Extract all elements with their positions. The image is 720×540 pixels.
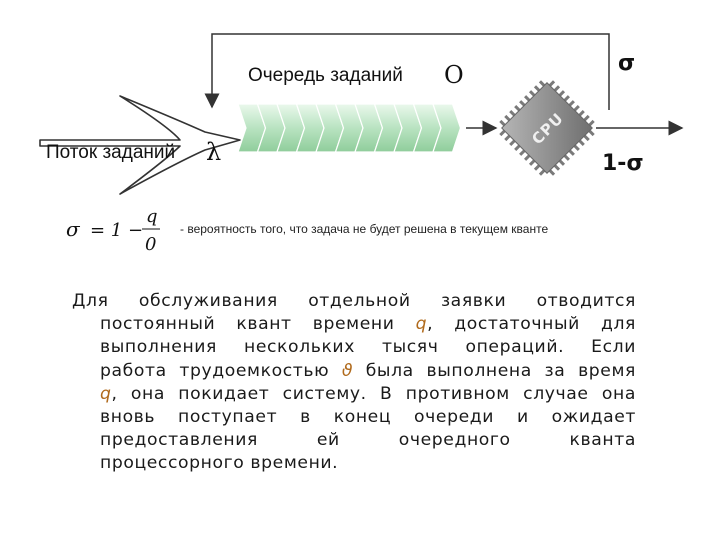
cpu-pin <box>558 159 566 166</box>
text-run: вновь поступает в конец очереди и ожидае… <box>100 407 636 428</box>
cpu-pin <box>583 114 590 122</box>
paragraph-line: предоставления ей очередного кванта <box>72 429 636 452</box>
cpu-pin <box>499 119 506 127</box>
paragraph-line: Для обслуживания отдельной заявки отводи… <box>72 290 636 313</box>
cpu-pin <box>528 159 536 166</box>
cpu-pin <box>514 144 521 151</box>
cpu-pin <box>538 169 546 176</box>
cpu-pin <box>548 169 556 176</box>
queue-label: Очередь заданий <box>248 65 403 86</box>
formula-numerator: q <box>146 206 158 227</box>
cpu-pin <box>578 109 585 117</box>
cpu-pin <box>504 114 511 122</box>
paragraph-line: q, она покидает систему. В противном слу… <box>72 383 636 406</box>
cpu-pin <box>588 129 595 137</box>
text-run: выполнения нескольких тысяч операций. Ес… <box>100 337 636 358</box>
text-run: была выполнена за время <box>353 360 636 381</box>
cpu-pin <box>563 95 570 102</box>
cpu-pin <box>514 105 521 112</box>
cpu-pin <box>588 119 595 127</box>
exit-probability-label: 1-σ <box>602 151 644 176</box>
cpu-pin <box>528 90 536 97</box>
cpu-pin <box>504 134 511 142</box>
cpu-pin <box>519 100 526 107</box>
cpu-pin <box>548 80 556 87</box>
cpu-pin <box>568 149 575 156</box>
cpu-pin <box>533 85 541 92</box>
flow-label: Поток заданий <box>46 142 175 163</box>
highlighted-symbol: q <box>415 314 428 335</box>
cpu-pin <box>499 129 506 137</box>
paragraph-line: выполнения нескольких тысяч операций. Ес… <box>72 336 636 359</box>
highlighted-symbol: q <box>100 383 112 404</box>
text-run: , достаточный для <box>427 314 636 335</box>
cpu-pin <box>538 80 546 87</box>
cpu-pin <box>573 144 580 151</box>
cpu-pin <box>573 105 580 112</box>
highlighted-symbol: ϑ <box>341 360 354 381</box>
feedback-line <box>204 33 610 110</box>
text-run: работа трудоемкостью <box>100 360 342 381</box>
text-run: постоянный квант времени <box>100 314 416 335</box>
queue-cell <box>432 103 462 153</box>
queue-symbol: Ο <box>444 61 464 89</box>
feedback-sigma-label: σ <box>618 51 635 76</box>
cpu-pin <box>519 149 526 156</box>
formula-denominator: 0 <box>145 234 156 255</box>
cpu-pin <box>578 139 585 147</box>
formula-note: - вероятность того, что задача не будет … <box>180 222 548 236</box>
cpu-chip: CPU <box>499 80 595 176</box>
text-run: Для обслуживания отдельной заявки отводи… <box>72 291 636 311</box>
paragraph-line: постоянный квант времени q, достаточный … <box>72 313 636 336</box>
cpu-pin <box>533 164 541 171</box>
cpu-pin <box>583 134 590 142</box>
formula-equals: = 1 − <box>90 220 143 241</box>
incoming-flow-arrow <box>39 95 241 195</box>
description-paragraph: Для обслуживания отдельной заявки отводи… <box>72 290 636 476</box>
cpu-pin <box>568 100 575 107</box>
cpu-pin <box>509 139 516 147</box>
text-run: , она покидает систему. В противном случ… <box>111 383 636 404</box>
cpu-pin <box>558 90 566 97</box>
job-queue <box>237 103 462 153</box>
cpu-pin <box>509 109 516 117</box>
cpu-pin <box>524 95 531 102</box>
paragraph-line: вновь поступает в конец очереди и ожидае… <box>72 406 636 429</box>
cpu-pin <box>553 164 561 171</box>
cpu-pin <box>563 154 570 161</box>
paragraph-line: работа трудоемкостью ϑ была выполнена за… <box>72 360 636 383</box>
flow-symbol: λ <box>206 138 221 166</box>
formula-lhs: σ <box>66 217 81 241</box>
cpu-pin <box>553 85 561 92</box>
cpu-pin <box>524 154 531 161</box>
paragraph-line: процессорного времени. <box>72 452 636 475</box>
text-run: процессорного времени. <box>100 453 339 474</box>
text-run: предоставления ей очередного кванта <box>100 430 636 451</box>
